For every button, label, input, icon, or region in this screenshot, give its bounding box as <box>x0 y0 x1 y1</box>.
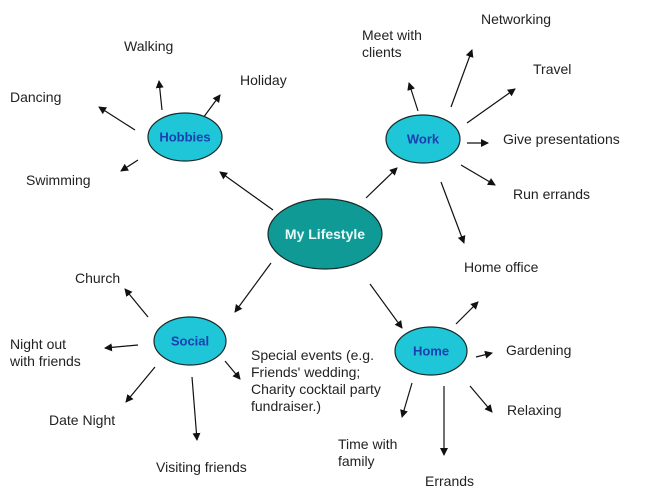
branch-node-social-shape <box>153 316 227 366</box>
arrow-work-home-office <box>440 181 466 244</box>
item-time-with-family: Time with family <box>338 436 398 469</box>
arrow-hobbies-dancing <box>98 106 136 131</box>
item-meet-with-clients: Meet with clients <box>362 27 422 60</box>
branch-node-work-shape <box>385 114 461 164</box>
branch-node-social: Social <box>153 316 227 366</box>
arrow-home-time-family <box>400 382 413 418</box>
arrow-social-night-out <box>104 343 139 352</box>
item-gardening: Gardening <box>506 342 572 358</box>
item-walking: Walking <box>124 38 174 54</box>
item-special-events: Special events (e.g. Friends' wedding; C… <box>251 347 381 414</box>
branch-node-work: Work <box>385 114 461 164</box>
arrow-work-run-errands <box>460 164 496 186</box>
arrow-social-date-night <box>125 366 156 403</box>
branch-node-home: Home <box>394 326 468 376</box>
arrow-social-visiting <box>191 376 201 441</box>
arrow-hobbies-walking <box>155 80 164 111</box>
item-swimming: Swimming <box>26 172 91 188</box>
item-date-night: Date Night <box>49 412 116 428</box>
item-church: Church <box>75 270 121 286</box>
arrow-social-special <box>224 360 241 380</box>
arrow-center-hobbies <box>219 171 274 211</box>
arrow-center-work <box>365 167 398 199</box>
arrow-home-top <box>455 301 479 325</box>
item-relaxing: Relaxing <box>507 402 562 418</box>
center-node-shape <box>267 198 383 270</box>
branch-node-home-shape <box>394 326 468 376</box>
item-dancing: Dancing <box>10 89 62 105</box>
center-node: My Lifestyle <box>267 198 383 270</box>
branch-node-social-label: Social <box>171 334 209 349</box>
branch-node-work-label: Work <box>407 132 440 147</box>
branch-node-hobbies-label: Hobbies <box>159 130 210 145</box>
item-give-presentations: Give presentations <box>503 131 620 147</box>
arrow-work-networking <box>450 49 474 108</box>
item-night-out: Night out with friends <box>10 336 81 369</box>
branch-node-hobbies-shape <box>147 112 223 162</box>
arrow-center-home <box>369 283 403 329</box>
arrow-home-relaxing <box>469 385 493 413</box>
arrow-hobbies-swimming <box>120 159 139 172</box>
item-errands: Errands <box>425 473 475 489</box>
arrow-work-meet-clients <box>407 82 419 112</box>
item-travel: Travel <box>533 61 572 77</box>
arrow-hobbies-holiday <box>202 94 221 119</box>
arrow-home-gardening <box>475 350 493 359</box>
center-node-label: My Lifestyle <box>285 226 365 242</box>
arrow-center-social <box>234 262 272 313</box>
branch-node-home-label: Home <box>413 344 449 359</box>
item-visiting-friends: Visiting friends <box>156 459 247 475</box>
branch-node-hobbies: Hobbies <box>147 112 223 162</box>
item-networking: Networking <box>481 11 552 27</box>
item-holiday: Holiday <box>240 72 287 88</box>
arrow-work-travel <box>466 88 516 124</box>
item-home-office: Home office <box>464 259 539 275</box>
item-run-errands: Run errands <box>513 186 591 202</box>
arrow-social-church <box>124 288 149 318</box>
